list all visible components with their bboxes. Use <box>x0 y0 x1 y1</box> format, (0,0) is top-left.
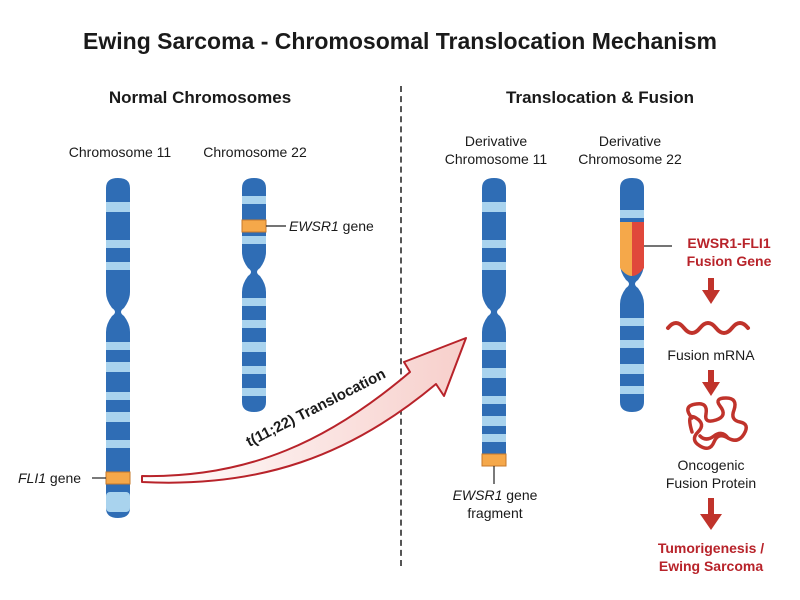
pathway-arrow-1 <box>702 278 720 304</box>
pathway-arrow-3 <box>700 498 722 530</box>
fusion-gene-label: EWSR1-FLI1 Fusion Gene <box>686 235 772 269</box>
ewsr1-fragment-band <box>481 453 507 467</box>
fusion-mrna-label: Fusion mRNA <box>667 347 755 363</box>
mrna-wave-icon <box>666 321 750 335</box>
translocation-heading: Translocation & Fusion <box>506 88 694 107</box>
chromosome-11 <box>105 178 131 518</box>
pathway-arrow-2 <box>702 370 720 396</box>
protein-icon <box>686 396 748 450</box>
ewsr1-fragment-label: EWSR1 gene fragment <box>452 487 538 521</box>
normal-chromosomes-heading: Normal Chromosomes <box>108 88 292 107</box>
der22-label: Derivative Chromosome 22 <box>578 133 682 167</box>
ewsr1-gene-band <box>241 219 267 233</box>
derivative-chromosome-22 <box>620 178 644 412</box>
page-title: Ewing Sarcoma - Chromosomal Translocatio… <box>83 28 717 54</box>
translocation-arrow <box>141 337 467 484</box>
fusion-gene-band <box>620 222 644 276</box>
fli1-gene-label: FLI1 gene <box>18 470 82 486</box>
chr11-label: Chromosome 11 <box>68 144 172 160</box>
der11-label: Derivative Chromosome 11 <box>444 133 548 167</box>
ewsr1-gene-label: EWSR1 gene <box>289 218 374 234</box>
fusion-protein-label: Oncogenic Fusion Protein <box>665 457 757 491</box>
chromosome-22 <box>241 178 267 412</box>
fli1-gene-band <box>105 471 131 485</box>
derivative-chromosome-11 <box>481 178 507 467</box>
section-divider <box>400 86 402 566</box>
outcome-label: Tumorigenesis / Ewing Sarcoma <box>657 540 765 574</box>
chr22-label: Chromosome 22 <box>203 144 307 160</box>
